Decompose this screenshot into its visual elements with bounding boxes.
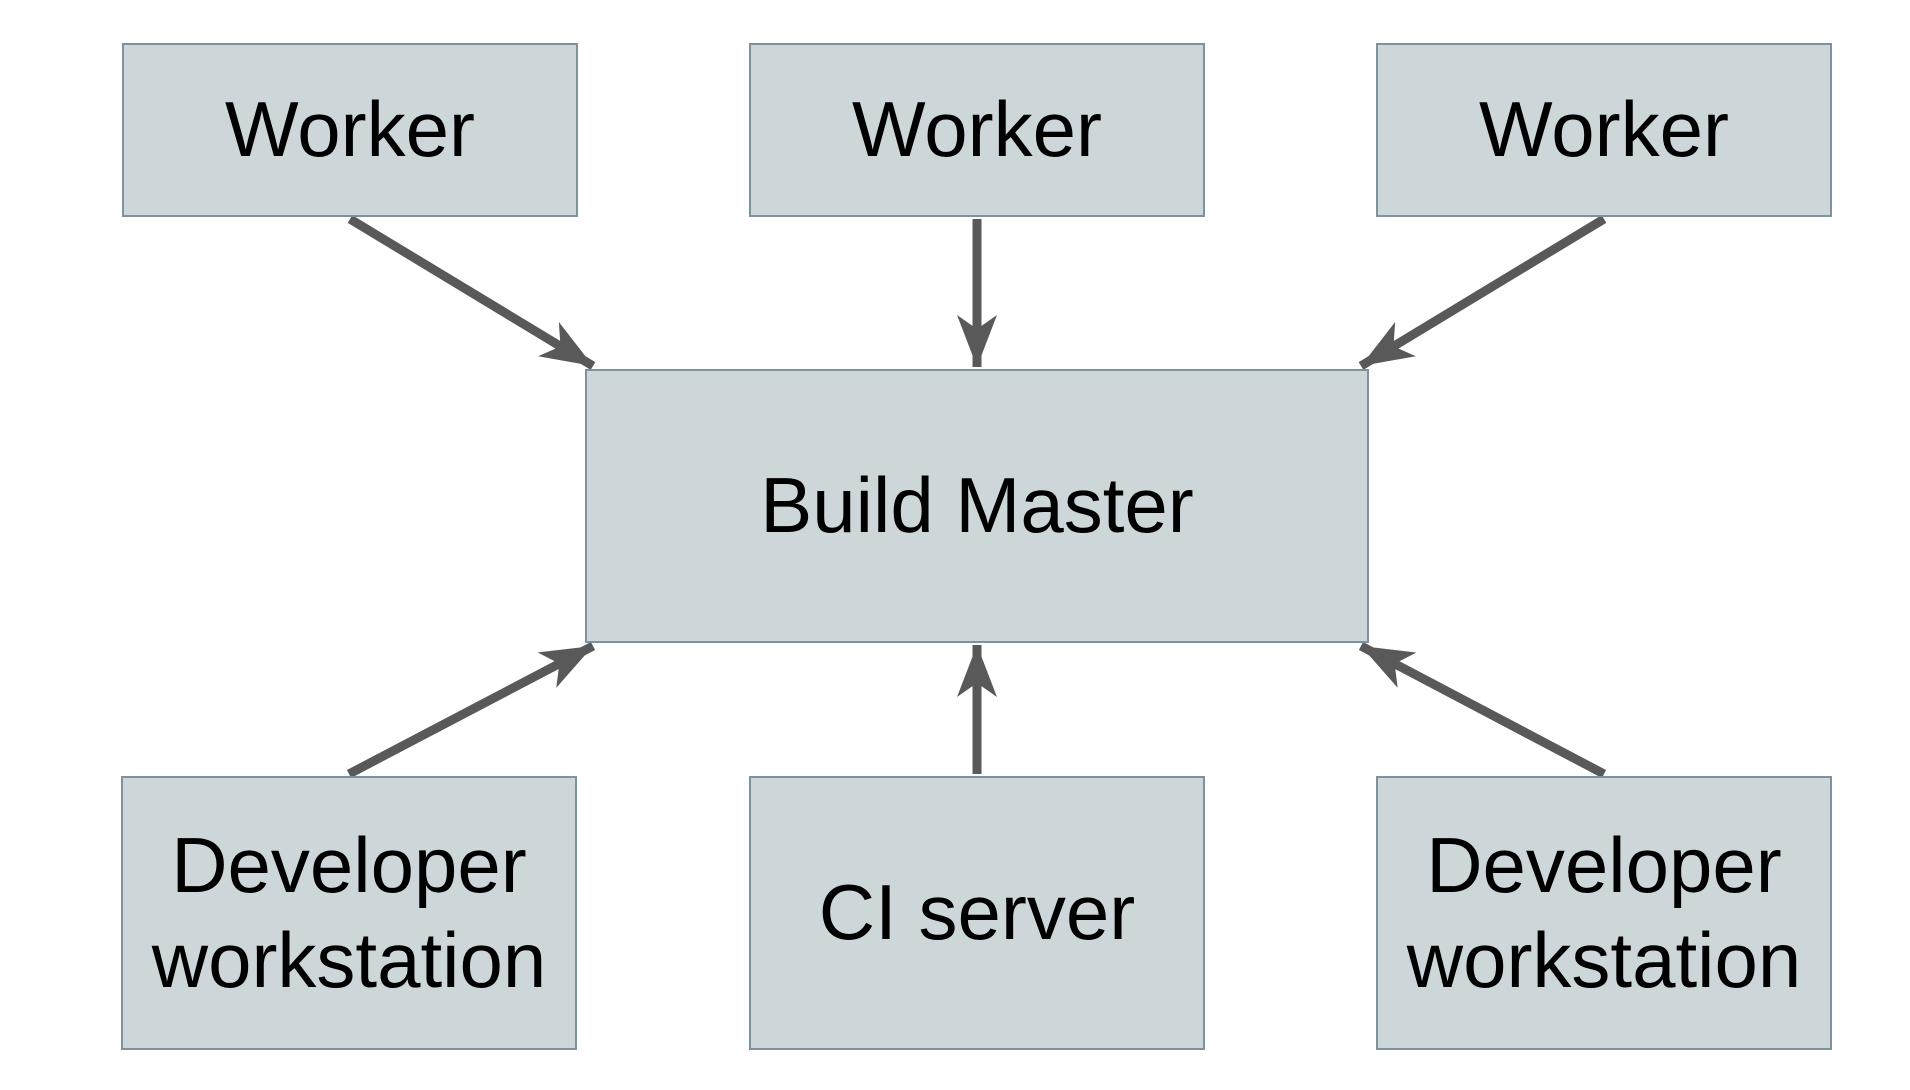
- node-worker-1-label: Worker: [225, 85, 475, 174]
- node-build-master-label: Build Master: [760, 461, 1194, 550]
- node-developer-workstation-right-label: Developer workstation: [1406, 820, 1802, 1004]
- node-developer-workstation-right: Developer workstation: [1376, 776, 1832, 1050]
- node-developer-workstation-left-label: Developer workstation: [151, 820, 547, 1004]
- node-worker-2: Worker: [749, 43, 1205, 217]
- arrow-dev-right-to-build-master: [1358, 642, 1607, 778]
- node-build-master: Build Master: [585, 369, 1369, 643]
- node-worker-3-label: Worker: [1479, 85, 1729, 174]
- arrow-worker-3-to-build-master: [1358, 215, 1607, 370]
- arrow-dev-left-to-build-master: [346, 642, 596, 778]
- arrow-worker-1-to-build-master: [347, 215, 596, 370]
- node-ci-server-label: CI server: [818, 868, 1136, 957]
- node-worker-2-label: Worker: [852, 85, 1102, 174]
- node-worker-3: Worker: [1376, 43, 1832, 217]
- node-ci-server: CI server: [749, 776, 1205, 1050]
- node-developer-workstation-left: Developer workstation: [121, 776, 577, 1050]
- node-worker-1: Worker: [122, 43, 578, 217]
